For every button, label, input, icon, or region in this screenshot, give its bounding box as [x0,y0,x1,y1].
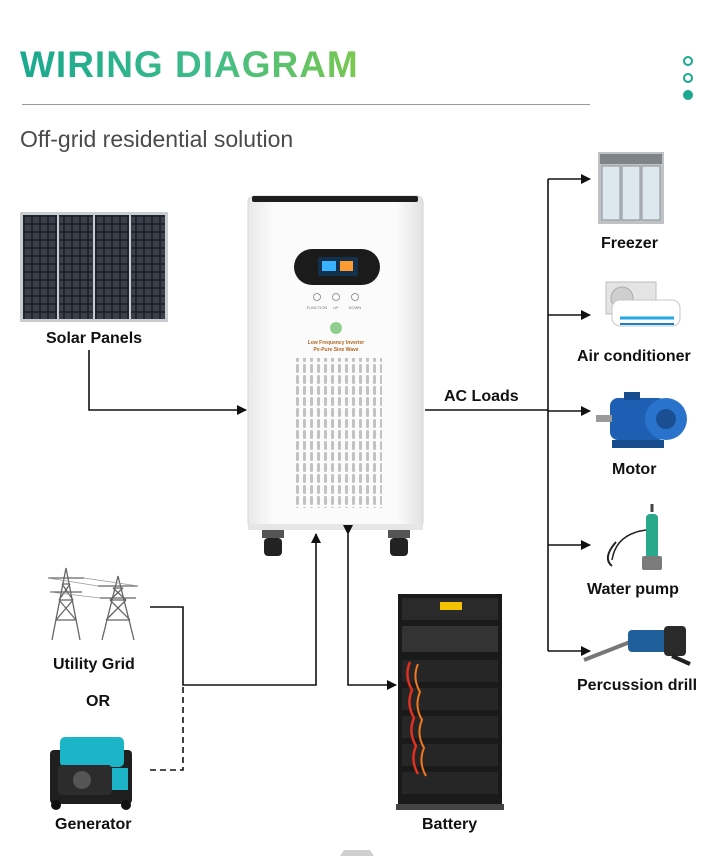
generator-label: Generator [55,816,132,833]
water-pump-icon [606,504,662,570]
percussion-drill-icon [583,626,691,666]
ac-loads-label: AC Loads [444,388,519,405]
load-label-freezer: Freezer [601,235,658,252]
inverter-brand-line2: Pv-Pure Sine Wave [313,347,358,353]
inverter-brand-line1: Low Frequency Inverter [308,340,364,346]
freezer-icon [598,152,664,224]
solar-panels-label: Solar Panels [46,330,143,347]
generator-icon [50,737,132,810]
menu-dot-icon [683,90,693,100]
page-subtitle: Off-grid residential solution [20,126,294,152]
load-label-water-pump: Water pump [587,581,679,598]
load-label-motor: Motor [612,461,657,478]
load-label-percussion-drill: Percussion drill [577,677,698,694]
menu-dot-icon [683,56,693,66]
inverter-icon: FUNCTION UP DOWN Low Frequency Inverter … [247,195,424,556]
load-label-air-conditioner: Air conditioner [577,348,691,365]
air-conditioner-icon [605,281,681,327]
or-label: OR [86,693,110,710]
page-title: WIRING DIAGRAM [20,44,359,85]
solar-panel-icon [20,212,168,322]
battery-label: Battery [422,816,478,833]
utility-grid-icon [47,567,139,641]
battery-rack-icon [396,594,504,810]
up-button-label: UP [333,305,339,310]
down-button-label: DOWN [349,305,362,310]
title-divider [22,104,590,105]
motor-icon [596,392,687,448]
utility-grid-label: Utility Grid [53,656,135,673]
menu-dot-icon [683,73,693,83]
function-button-label: FUNCTION [307,305,328,310]
